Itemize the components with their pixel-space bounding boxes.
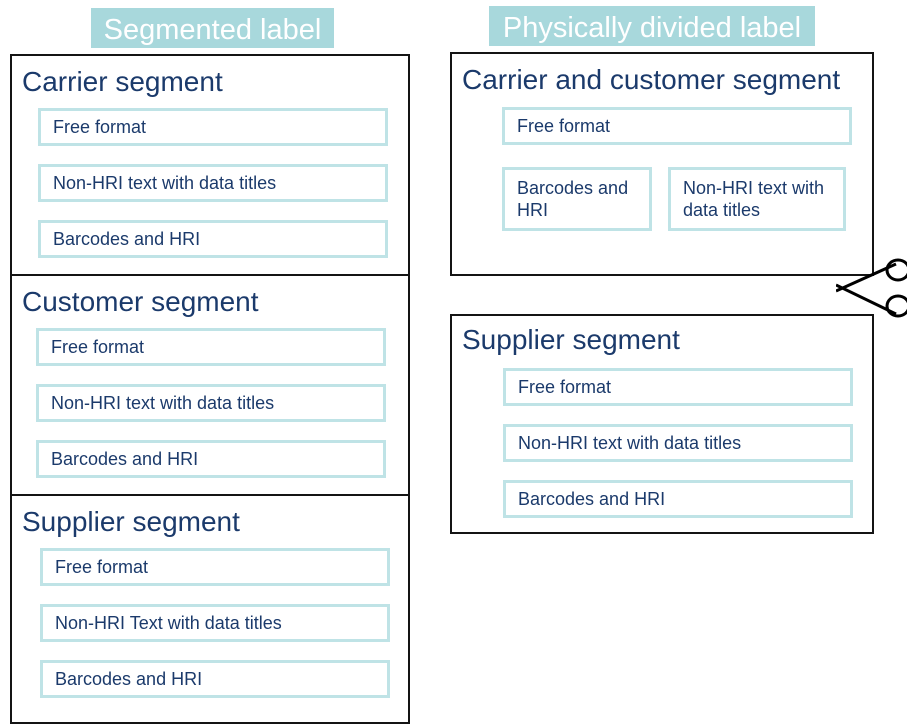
carrier-segment: Carrier segment Free format Non-HRI text…: [10, 54, 410, 276]
free-format-field: Free format: [40, 548, 390, 586]
supplier-segment-divided: Supplier segment Free format Non-HRI tex…: [450, 314, 874, 534]
divided-label-header: Physically divided label: [489, 6, 815, 46]
barcodes-hri-field: Barcodes and HRI: [36, 440, 386, 478]
supplier-segment-segmented: Supplier segment Free format Non-HRI Tex…: [10, 494, 410, 724]
barcodes-hri-field: Barcodes and HRI: [502, 167, 652, 231]
non-hri-text-field: Non-HRI Text with data titles: [40, 604, 390, 642]
segmented-label-header: Segmented label: [91, 8, 334, 48]
free-format-field: Free format: [502, 107, 852, 145]
customer-segment: Customer segment Free format Non-HRI tex…: [10, 274, 410, 496]
scissors-icon: [836, 258, 907, 318]
free-format-field: Free format: [36, 328, 386, 366]
non-hri-text-field: Non-HRI text with data titles: [668, 167, 846, 231]
free-format-field: Free format: [38, 108, 388, 146]
segment-title: Carrier and customer segment: [462, 64, 841, 95]
segment-title: Supplier segment: [462, 324, 680, 355]
free-format-field: Free format: [503, 368, 853, 406]
non-hri-text-field: Non-HRI text with data titles: [38, 164, 388, 202]
segment-title: Customer segment: [22, 286, 259, 317]
segment-title: Carrier segment: [22, 66, 223, 97]
non-hri-text-field: Non-HRI text with data titles: [503, 424, 853, 462]
non-hri-text-field: Non-HRI text with data titles: [36, 384, 386, 422]
barcodes-hri-field: Barcodes and HRI: [40, 660, 390, 698]
barcodes-hri-field: Barcodes and HRI: [38, 220, 388, 258]
barcodes-hri-field: Barcodes and HRI: [503, 480, 853, 518]
carrier-customer-segment: Carrier and customer segment Free format…: [450, 52, 874, 276]
segment-title: Supplier segment: [22, 506, 240, 537]
